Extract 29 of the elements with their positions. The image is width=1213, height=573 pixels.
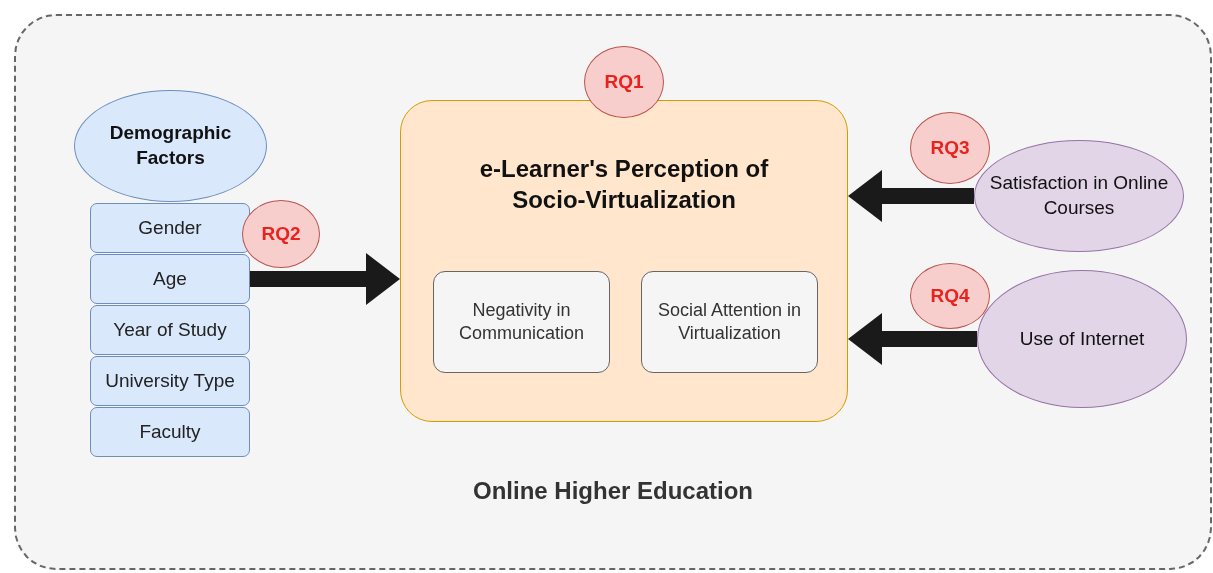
- node-label: Use of Internet: [1019, 326, 1145, 351]
- process-box: [90, 203, 250, 253]
- process-box: [90, 356, 250, 406]
- node-label: Gender: [138, 215, 202, 240]
- process-box: [90, 254, 250, 304]
- node-label: Age: [153, 266, 187, 291]
- process-box: [641, 271, 818, 373]
- process-box: [433, 271, 610, 373]
- dashed-region: [14, 14, 1212, 570]
- badge-label: RQ1: [604, 69, 644, 94]
- node-label: Negativity in Communication: [457, 298, 586, 345]
- group-box: [400, 100, 848, 422]
- node-label: University Type: [105, 368, 235, 393]
- node-label: Satisfaction in Online Courses: [988, 171, 1170, 220]
- node-label: Year of Study: [113, 317, 227, 342]
- badge-label: RQ3: [930, 135, 970, 160]
- badge-label: RQ2: [261, 221, 301, 246]
- region-title: Online Higher Education: [472, 475, 754, 506]
- arrow: [848, 313, 977, 365]
- question-badge: [242, 200, 320, 268]
- arrow: [250, 253, 400, 305]
- group-heading: e-Learner's Perception of Socio-Virtualization: [478, 154, 770, 216]
- badge-label: RQ4: [930, 283, 970, 308]
- process-box: [90, 305, 250, 355]
- node-label: Demographic Factors: [108, 121, 233, 170]
- node-label: Social Attention in Virtualization: [656, 298, 803, 345]
- process-box: [90, 407, 250, 457]
- node-label: Faculty: [139, 419, 201, 444]
- arrow: [848, 170, 974, 222]
